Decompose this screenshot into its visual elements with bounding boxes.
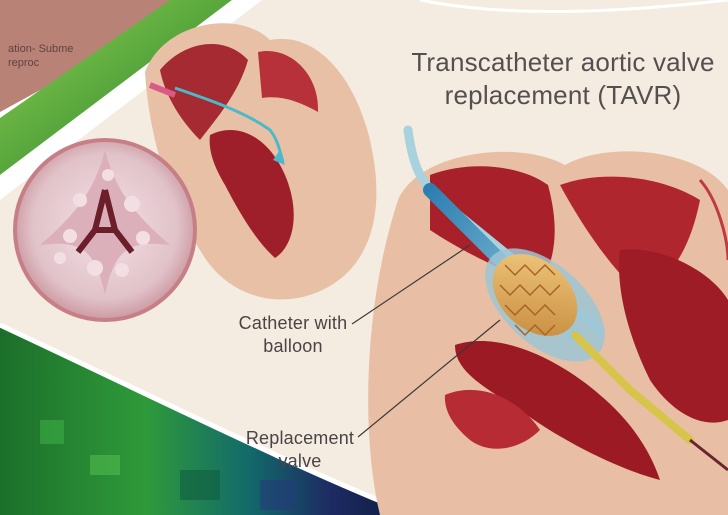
replacement-label-line-1: Replacement [220, 427, 380, 450]
svg-text:ation- Subme: ation- Subme [8, 43, 73, 55]
title-line-1: Transcatheter aortic valve [398, 46, 728, 79]
title-line-2: replacement (TAVR) [398, 79, 728, 112]
catheter-label: Catheter with balloon [218, 312, 368, 358]
replacement-valve-label: Replacement valve [220, 427, 380, 473]
replacement-label-line-2: valve [220, 450, 380, 473]
stenotic-valve-disc [13, 138, 197, 322]
svg-text:reproc: reproc [8, 57, 40, 69]
catheter-label-line-1: Catheter with [218, 312, 368, 335]
catheter-label-line-2: balloon [218, 335, 368, 358]
diagram-title: Transcatheter aortic valve replacement (… [398, 46, 728, 112]
